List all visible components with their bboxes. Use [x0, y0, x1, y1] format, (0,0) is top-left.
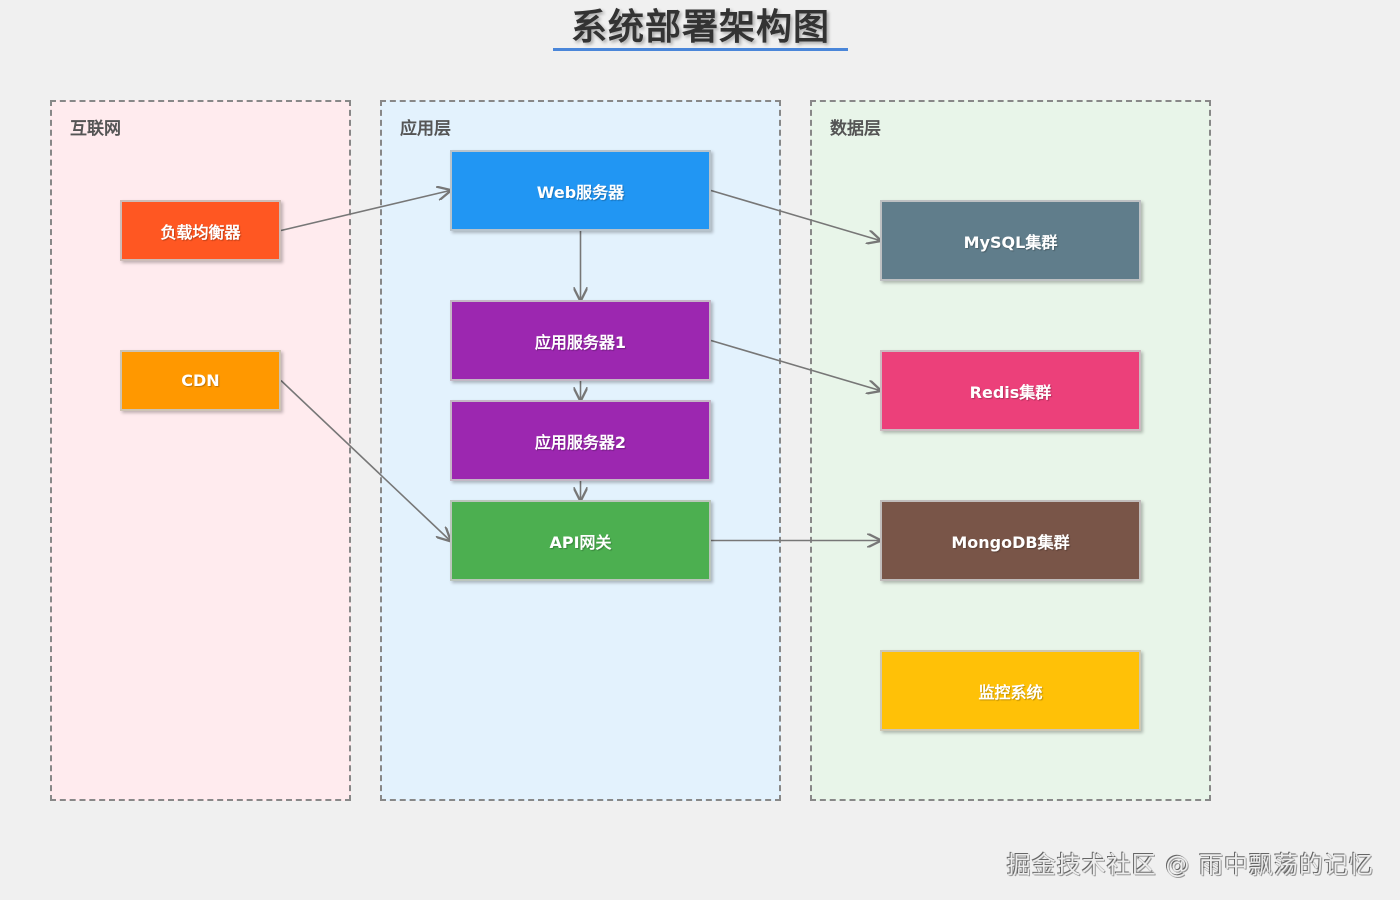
watermark: 掘金技术社区 @ 雨中飘荡的记忆 [1006, 851, 1374, 879]
title-underline [553, 48, 848, 51]
layer-label-app: 应用层 [400, 119, 451, 139]
node-redis-cluster[interactable]: Redis集群 [880, 350, 1141, 431]
node-load-balancer[interactable]: 负载均衡器 [120, 200, 281, 261]
node-label: 应用服务器1 [534, 332, 627, 352]
diagram-title: 系统部署架构图 [570, 7, 830, 48]
node-mysql-cluster[interactable]: MySQL集群 [880, 200, 1141, 281]
layer-label-data: 数据层 [830, 119, 881, 139]
node-web-server[interactable]: Web服务器 [450, 150, 711, 231]
node-label: API网关 [549, 532, 612, 552]
node-label: MongoDB集群 [951, 532, 1070, 552]
node-app-server-1[interactable]: 应用服务器1 [450, 300, 711, 381]
node-label: MySQL集群 [963, 232, 1058, 252]
node-label: CDN [181, 371, 220, 390]
node-label: Redis集群 [969, 382, 1052, 402]
node-label: 负载均衡器 [160, 222, 241, 242]
node-monitoring-system[interactable]: 监控系统 [880, 650, 1141, 731]
node-app-server-2[interactable]: 应用服务器2 [450, 400, 711, 481]
node-cdn[interactable]: CDN [120, 350, 281, 411]
node-label: 应用服务器2 [534, 432, 627, 452]
node-api-gateway[interactable]: API网关 [450, 500, 711, 581]
node-label: 监控系统 [978, 682, 1043, 702]
node-mongodb-cluster[interactable]: MongoDB集群 [880, 500, 1141, 581]
layer-label-internet: 互联网 [70, 119, 121, 139]
node-label: Web服务器 [536, 182, 625, 202]
